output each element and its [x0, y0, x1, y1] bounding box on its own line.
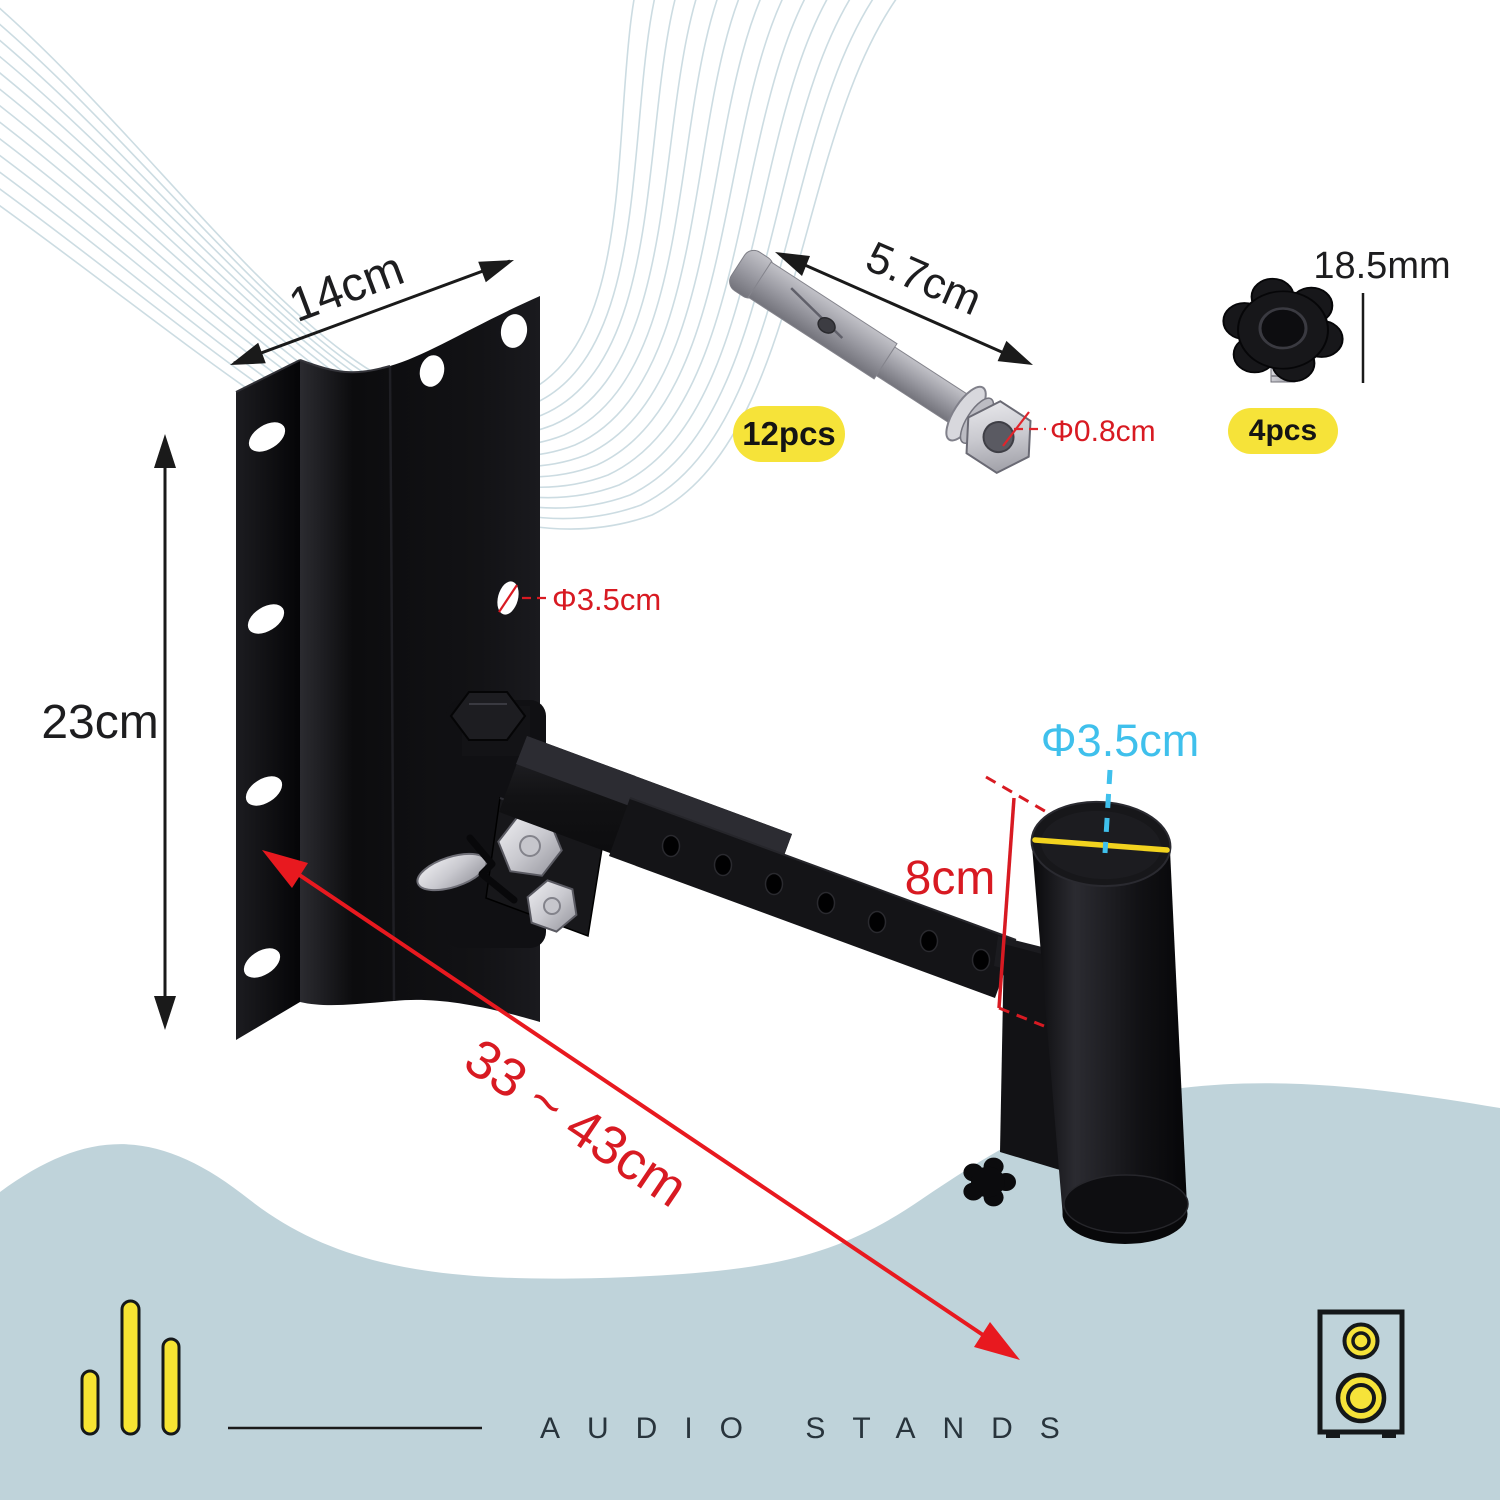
pole-height-label: 8cm: [905, 852, 996, 905]
swoosh-decoration: [0, 0, 897, 530]
locking-lever: [466, 834, 518, 904]
plate-width-label: 14cm: [282, 242, 411, 333]
mounting-holes-flange: [243, 422, 286, 978]
knob-quantity-text: 4pcs: [1249, 414, 1317, 447]
expansion-bolt-illustration: [729, 249, 1032, 475]
pole-diameter-annotation: Φ3.5cm: [1041, 715, 1199, 854]
dimension-arrow-height: [154, 434, 176, 1030]
holder-knob: [963, 1157, 1016, 1207]
bolt-quantity-text: 12pcs: [742, 415, 836, 452]
plate-hole-annotation: Φ3.5cm: [498, 582, 661, 617]
dimension-arrow-bolt-length: [775, 252, 1033, 365]
plate-hole-label: Φ3.5cm: [552, 582, 661, 617]
knob-quantity-badge: 4pcs: [1228, 408, 1338, 454]
inner-extension-bar: [609, 798, 1016, 998]
knob-size-label: 18.5mm: [1313, 245, 1450, 287]
pole-diameter-label: Φ3.5cm: [1041, 715, 1199, 766]
audio-bars-icon: [80, 1299, 181, 1436]
diameter-highlight-line: [1032, 837, 1170, 853]
speaker-icon: [1317, 1309, 1405, 1438]
bolt-quantity-badge: 12pcs: [733, 406, 845, 462]
star-knob-illustration: [1222, 277, 1344, 383]
pole-height-annotation: 8cm: [905, 775, 1051, 1028]
arm-length-label: 33 ~ 43cm: [454, 1027, 698, 1219]
plate-height-label: 23cm: [41, 696, 158, 749]
dimension-arrow-width: [230, 259, 514, 365]
bolt-diameter-label: Φ0.8cm: [1050, 415, 1156, 448]
clamp-bolts: [497, 815, 578, 933]
brand-text: AUDIO STANDS: [540, 1412, 1087, 1445]
arm-adjustment-holes: [661, 834, 991, 972]
speaker-pole-adapter: [1030, 800, 1189, 1244]
bolt-diameter-annotation: Φ0.8cm: [1002, 411, 1156, 448]
adjustment-arm: [499, 736, 1017, 998]
bolt-length-label: 5.7cm: [859, 232, 988, 325]
